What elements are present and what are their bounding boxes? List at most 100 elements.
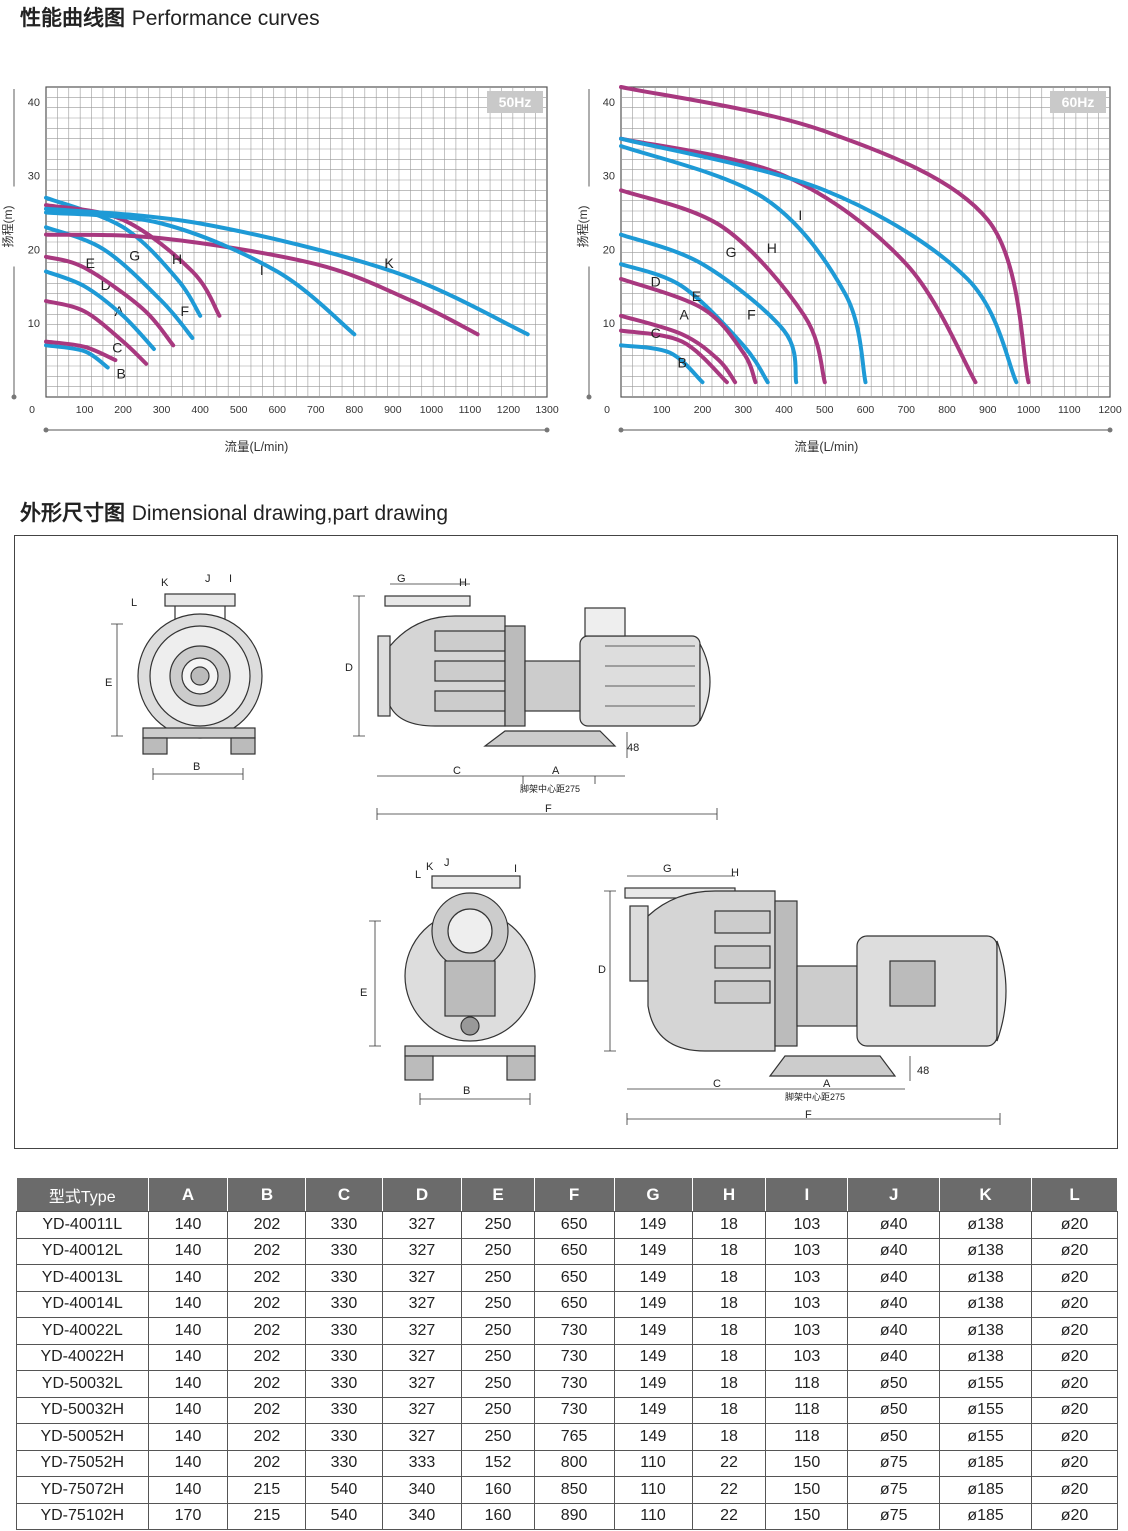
table-cell: 730 (533, 1343, 615, 1371)
table-cell: 765 (533, 1423, 615, 1451)
table-cell: 327 (381, 1290, 463, 1318)
table-cell: 103 (765, 1237, 849, 1265)
x-axis-dot (43, 427, 49, 433)
x-tick-label: 0 (604, 404, 610, 416)
table-cell: 800 (533, 1449, 615, 1477)
table-cell: ø20 (1031, 1343, 1118, 1371)
table-header-k: K (939, 1177, 1033, 1212)
table-cell: 149 (613, 1343, 693, 1371)
table-cell: 250 (461, 1211, 535, 1239)
table-cell: 140 (147, 1264, 229, 1292)
table-cell: ø40 (847, 1211, 941, 1239)
table-cell: ø75 (847, 1449, 941, 1477)
table-cell: 140 (147, 1370, 229, 1398)
y-axis-label: 扬程(m) (575, 206, 590, 248)
table-cell: 140 (147, 1343, 229, 1371)
table-cell: ø75 (847, 1502, 941, 1530)
table-cell-model: YD-40013L (16, 1264, 149, 1292)
section-title-en: Dimensional drawing,part drawing (131, 502, 449, 525)
x-tick-label: 200 (694, 404, 712, 416)
table-cell: 170 (147, 1502, 229, 1530)
series-label-e: E (692, 288, 701, 304)
series-label-a: A (679, 307, 689, 323)
table-cell: 330 (305, 1290, 383, 1318)
table-cell: 250 (461, 1423, 535, 1451)
series-label-b: B (677, 354, 686, 370)
table-cell: 18 (691, 1370, 767, 1398)
x-tick-label: 100 (653, 404, 671, 416)
pump1-side-view (353, 583, 718, 820)
x-tick-label: 200 (114, 404, 132, 416)
series-line-b (44, 343, 110, 370)
table-cell: 730 (533, 1396, 615, 1424)
x-axis-dot (618, 427, 624, 433)
table-cell: ø40 (847, 1237, 941, 1265)
table-cell: 150 (765, 1502, 849, 1530)
table-cell: 327 (381, 1264, 463, 1292)
series-line-k (44, 206, 530, 337)
series-label-f: F (180, 303, 189, 319)
table-cell: ø50 (847, 1423, 941, 1451)
series-line-i2 (44, 210, 357, 337)
table-cell: 330 (305, 1264, 383, 1292)
table-cell-model: YD-40022H (16, 1343, 149, 1371)
table-cell: 18 (691, 1343, 767, 1371)
table-cell: 327 (381, 1317, 463, 1345)
table-cell: ø40 (847, 1317, 941, 1345)
table-cell: ø20 (1031, 1290, 1118, 1318)
table-cell: 250 (461, 1317, 535, 1345)
table-header-l: L (1031, 1177, 1118, 1212)
table-cell: 149 (613, 1396, 693, 1424)
series-label-b: B (116, 366, 125, 382)
table-cell: ø20 (1031, 1502, 1118, 1530)
label-foot-distance: 脚架中心距275 (785, 1091, 845, 1102)
series-label-d: D (651, 273, 661, 289)
table-cell: 330 (305, 1343, 383, 1371)
x-tick-label: 900 (384, 404, 402, 416)
table-cell: 18 (691, 1237, 767, 1265)
table-cell: 110 (613, 1449, 693, 1477)
series-label-k: K (384, 255, 394, 271)
table-cell: 650 (533, 1237, 615, 1265)
table-cell-model: YD-40011L (16, 1211, 149, 1239)
table-cell: 340 (381, 1502, 463, 1530)
frequency-badge: 50Hz (499, 94, 532, 110)
series-line-a (619, 313, 738, 385)
label-C: C (713, 1078, 721, 1090)
table-cell: 118 (765, 1396, 849, 1424)
table-cell: 330 (305, 1211, 383, 1239)
label-G: G (663, 863, 672, 875)
x-tick-label: 1100 (459, 404, 482, 416)
label-J: J (205, 573, 211, 585)
x-tick-label: 1100 (1058, 404, 1081, 416)
table-cell: ø40 (847, 1264, 941, 1292)
series-label-c: C (651, 325, 661, 341)
label-J: J (444, 857, 450, 869)
table-cell-model: YD-40012L (16, 1237, 149, 1265)
label-48: 48 (917, 1065, 929, 1077)
table-cell: 890 (533, 1502, 615, 1530)
label-C: C (453, 765, 461, 777)
series-line-h (619, 144, 868, 385)
pump1-front-view (111, 593, 263, 780)
table-header-h: H (691, 1177, 767, 1212)
table-cell: ø20 (1031, 1370, 1118, 1398)
table-cell: 110 (613, 1476, 693, 1504)
table-cell: 149 (613, 1423, 693, 1451)
table-cell: 330 (305, 1396, 383, 1424)
table-cell: 730 (533, 1317, 615, 1345)
table-cell: ø20 (1031, 1396, 1118, 1424)
x-tick-label: 300 (734, 404, 752, 416)
table-cell: 202 (227, 1237, 307, 1265)
table-cell: 330 (305, 1237, 383, 1265)
table-cell: 22 (691, 1502, 767, 1530)
table-cell: 160 (461, 1476, 535, 1504)
label-B: B (193, 761, 200, 773)
y-tick-label: 20 (603, 244, 615, 256)
